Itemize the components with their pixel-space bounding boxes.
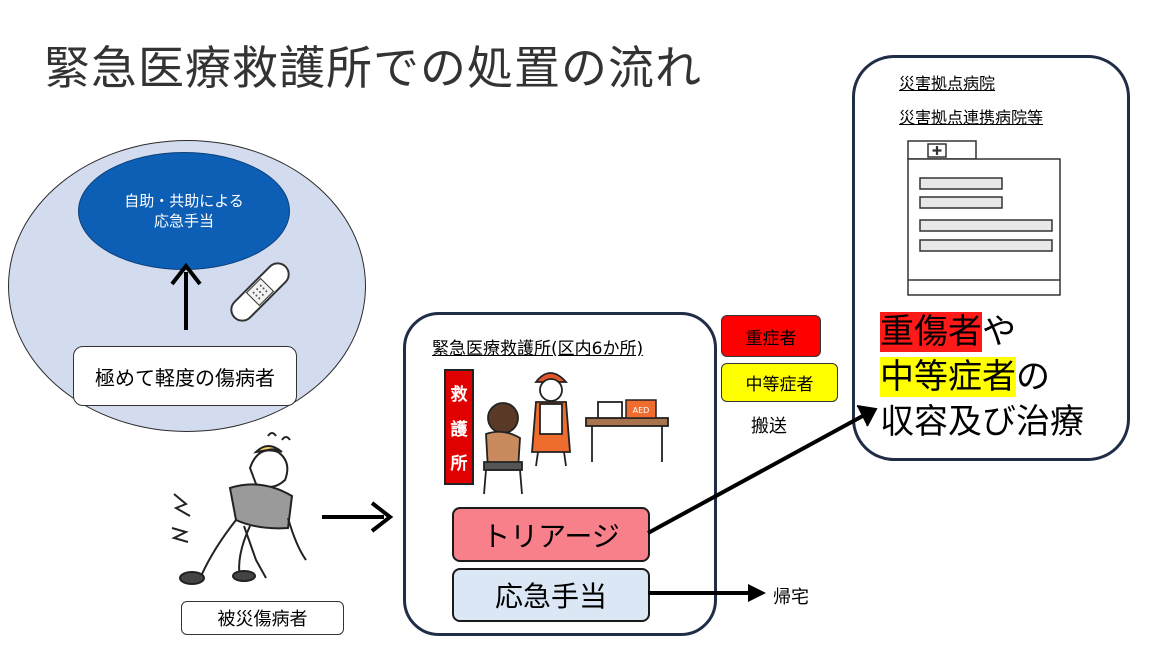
patient-icon — [483, 402, 523, 495]
moderate-text: 中等症者 — [880, 357, 1016, 397]
banner-char-3: 所 — [450, 453, 468, 474]
hospital-text: 重傷者や 中等症者の 収容及び治療 — [880, 310, 1084, 445]
firstaid-to-home-arrow — [648, 584, 766, 602]
severe-injured-text: 重傷者 — [880, 312, 982, 352]
injured-person-icon — [171, 432, 307, 585]
banner-char-2: 護 — [450, 419, 468, 440]
triage-to-hospital-arrow — [647, 405, 878, 535]
particle-ya: や — [982, 312, 1016, 352]
up-arrow — [170, 262, 202, 330]
severe-badge: 重症者 — [721, 315, 821, 357]
aed-icon: AED — [625, 399, 657, 419]
aid-post-banner: 救 護 所 — [444, 369, 474, 485]
first-aid-box: 応急手当 — [452, 568, 650, 622]
home-label: 帰宅 — [773, 587, 809, 608]
transport-label: 搬送 — [751, 416, 787, 437]
triage-box: トリアージ — [452, 507, 650, 562]
page-title: 緊急医療救護所での処置の流れ — [44, 41, 702, 95]
aid-post-title: 緊急医療救護所(区内6か所) — [432, 339, 644, 359]
hospital-label-1: 災害拠点病院 — [899, 74, 996, 93]
moderate-badge: 中等症者 — [721, 363, 838, 402]
aid-staff-icon — [531, 372, 571, 467]
treatment-text: 収容及び治療 — [880, 402, 1084, 442]
aed-text: AED — [633, 406, 650, 415]
bandage-icon — [230, 262, 290, 322]
minor-injury-box: 極めて軽度の傷病者 — [73, 346, 297, 406]
ellipse-line2: 応急手当 — [153, 212, 214, 230]
hospital-building-icon — [907, 140, 1061, 296]
banner-char-1: 救 — [450, 385, 468, 406]
hospital-label-2: 災害拠点連携病院等 — [899, 108, 1044, 127]
victim-to-aid-arrow — [322, 501, 394, 533]
particle-no: の — [1016, 357, 1050, 397]
ellipse-line1: 自助・共助による — [124, 192, 244, 210]
table-icon — [585, 401, 669, 462]
victim-label: 被災傷病者 — [181, 601, 344, 635]
